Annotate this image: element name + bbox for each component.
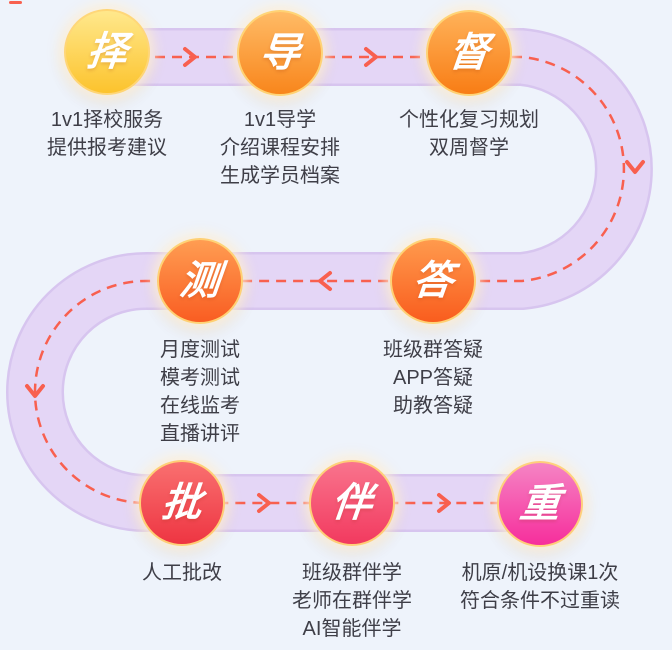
step-badge: 导 (257, 31, 303, 75)
flow-dashed-line (33, 55, 626, 505)
step-circle-supervise: 督 (426, 10, 512, 96)
step-label-review: 人工批改 (142, 562, 222, 584)
arrow-right-icon (437, 493, 451, 513)
step-label-supervise: 个性化复习规划 双周督学 (399, 109, 539, 159)
step-badge: 重 (517, 482, 563, 526)
step-label-answer: 班级群答疑 APP答疑 助教答疑 (383, 339, 483, 417)
arrow-right-icon (257, 493, 271, 513)
step-badge: 批 (159, 481, 205, 525)
step-badge: 伴 (329, 481, 375, 525)
step-badge: 测 (177, 259, 223, 303)
step-badge: 督 (446, 31, 492, 75)
step-label-choose: 1v1择校服务 提供报考建议 (47, 109, 167, 159)
arrowheads (25, 47, 645, 513)
step-circle-test: 测 (157, 238, 243, 324)
step-circle-guide: 导 (237, 10, 323, 96)
step-circle-review: 批 (139, 460, 225, 546)
step-circle-retake: 重 (497, 461, 583, 547)
step-label-retake: 机原/机设换课1次 符合条件不过重读 (460, 562, 620, 612)
step-badge: 择 (84, 30, 130, 74)
stray-dash-mark (9, 1, 22, 4)
step-label-test: 月度测试 模考测试 在线监考 直播讲评 (160, 339, 240, 445)
step-circle-answer: 答 (390, 238, 476, 324)
step-circle-choose: 择 (64, 9, 150, 95)
step-label-guide: 1v1导学 介绍课程安排 生成学员档案 (220, 109, 340, 187)
arrow-left-icon (318, 271, 332, 291)
step-label-accompany: 班级群伴学 老师在群伴学 AI智能伴学 (292, 562, 412, 640)
step-circle-accompany: 伴 (309, 460, 395, 546)
step-badge: 答 (410, 259, 456, 303)
arrow-down-icon (625, 160, 645, 174)
arrow-down-icon (25, 384, 45, 398)
arrow-right-icon (364, 47, 378, 67)
arrow-right-icon (183, 47, 197, 67)
